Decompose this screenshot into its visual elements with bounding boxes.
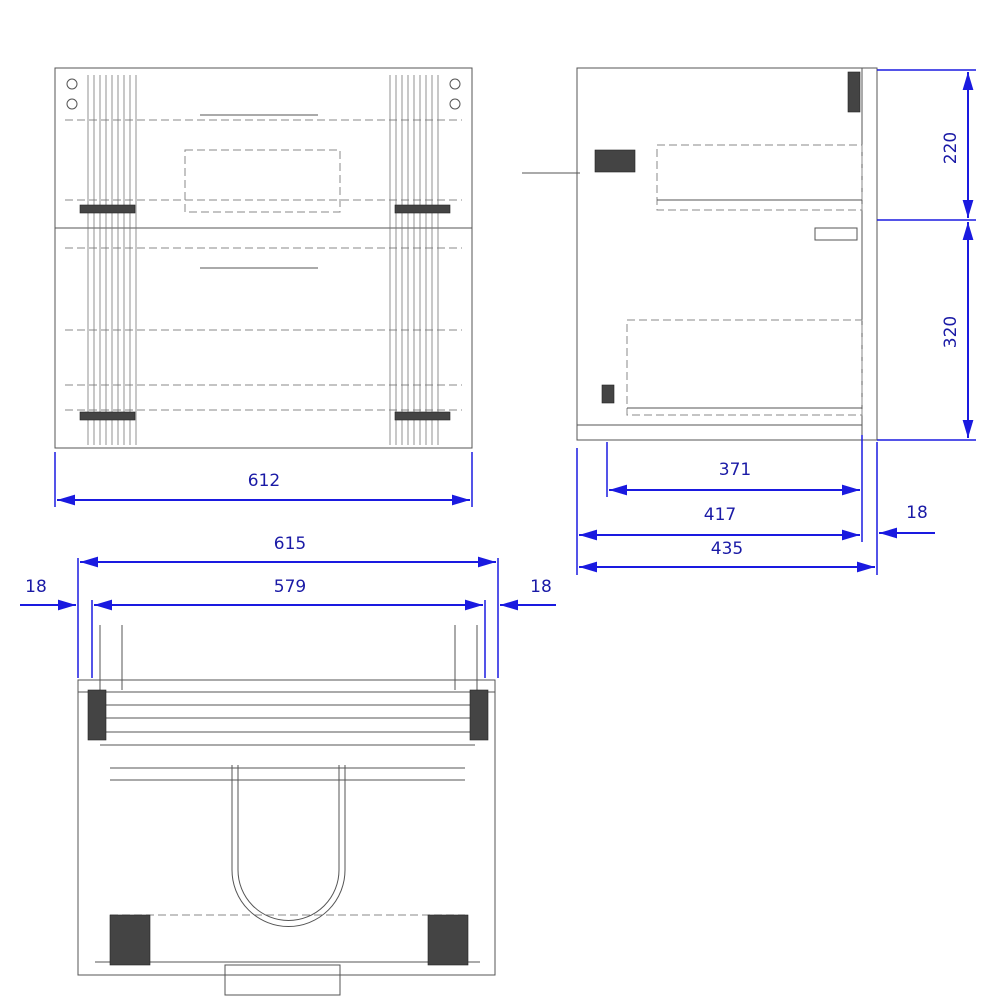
dim-label-579: 579 xyxy=(274,577,306,597)
dim-label-220: 220 xyxy=(941,132,961,164)
dim-label-18-side: 18 xyxy=(906,503,928,523)
dimension-612: 612 xyxy=(54,452,473,507)
top-view xyxy=(77,625,496,996)
dim-label-435: 435 xyxy=(711,539,743,559)
dim-label-18-left: 18 xyxy=(25,577,47,597)
dim-label-320: 320 xyxy=(941,316,961,348)
front-view xyxy=(54,67,473,449)
dim-label-612: 612 xyxy=(248,471,280,491)
side-view xyxy=(522,67,878,441)
top-dimensions: 615 579 18 18 xyxy=(20,534,556,678)
dim-label-18-right: 18 xyxy=(530,577,552,597)
dim-label-371: 371 xyxy=(719,460,751,480)
dim-label-417: 417 xyxy=(704,505,736,525)
dim-label-615: 615 xyxy=(274,534,306,554)
side-dimensions: 220 320 371 417 435 18 xyxy=(576,69,976,575)
